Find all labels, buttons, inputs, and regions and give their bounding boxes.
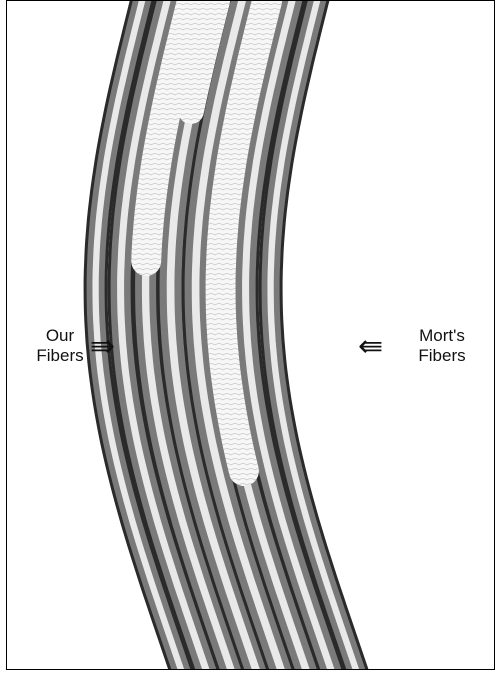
right-triple-arrow-icon: ⇛	[90, 332, 115, 362]
our-fibers-label-line2: Fibers	[30, 346, 90, 366]
morts-fibers-label-line1: Mort's	[407, 326, 477, 346]
our-fibers-label-line1: Our	[30, 326, 90, 346]
left-triple-arrow-icon: ⇚	[358, 332, 383, 362]
morts-fibers-label-line2: Fibers	[407, 346, 477, 366]
morts-fibers-label: Mort's Fibers	[407, 326, 477, 366]
illustration-frame: Our Fibers ⇛ ⇚ Mort's Fibers	[6, 0, 495, 670]
our-fibers-label: Our Fibers	[30, 326, 90, 366]
